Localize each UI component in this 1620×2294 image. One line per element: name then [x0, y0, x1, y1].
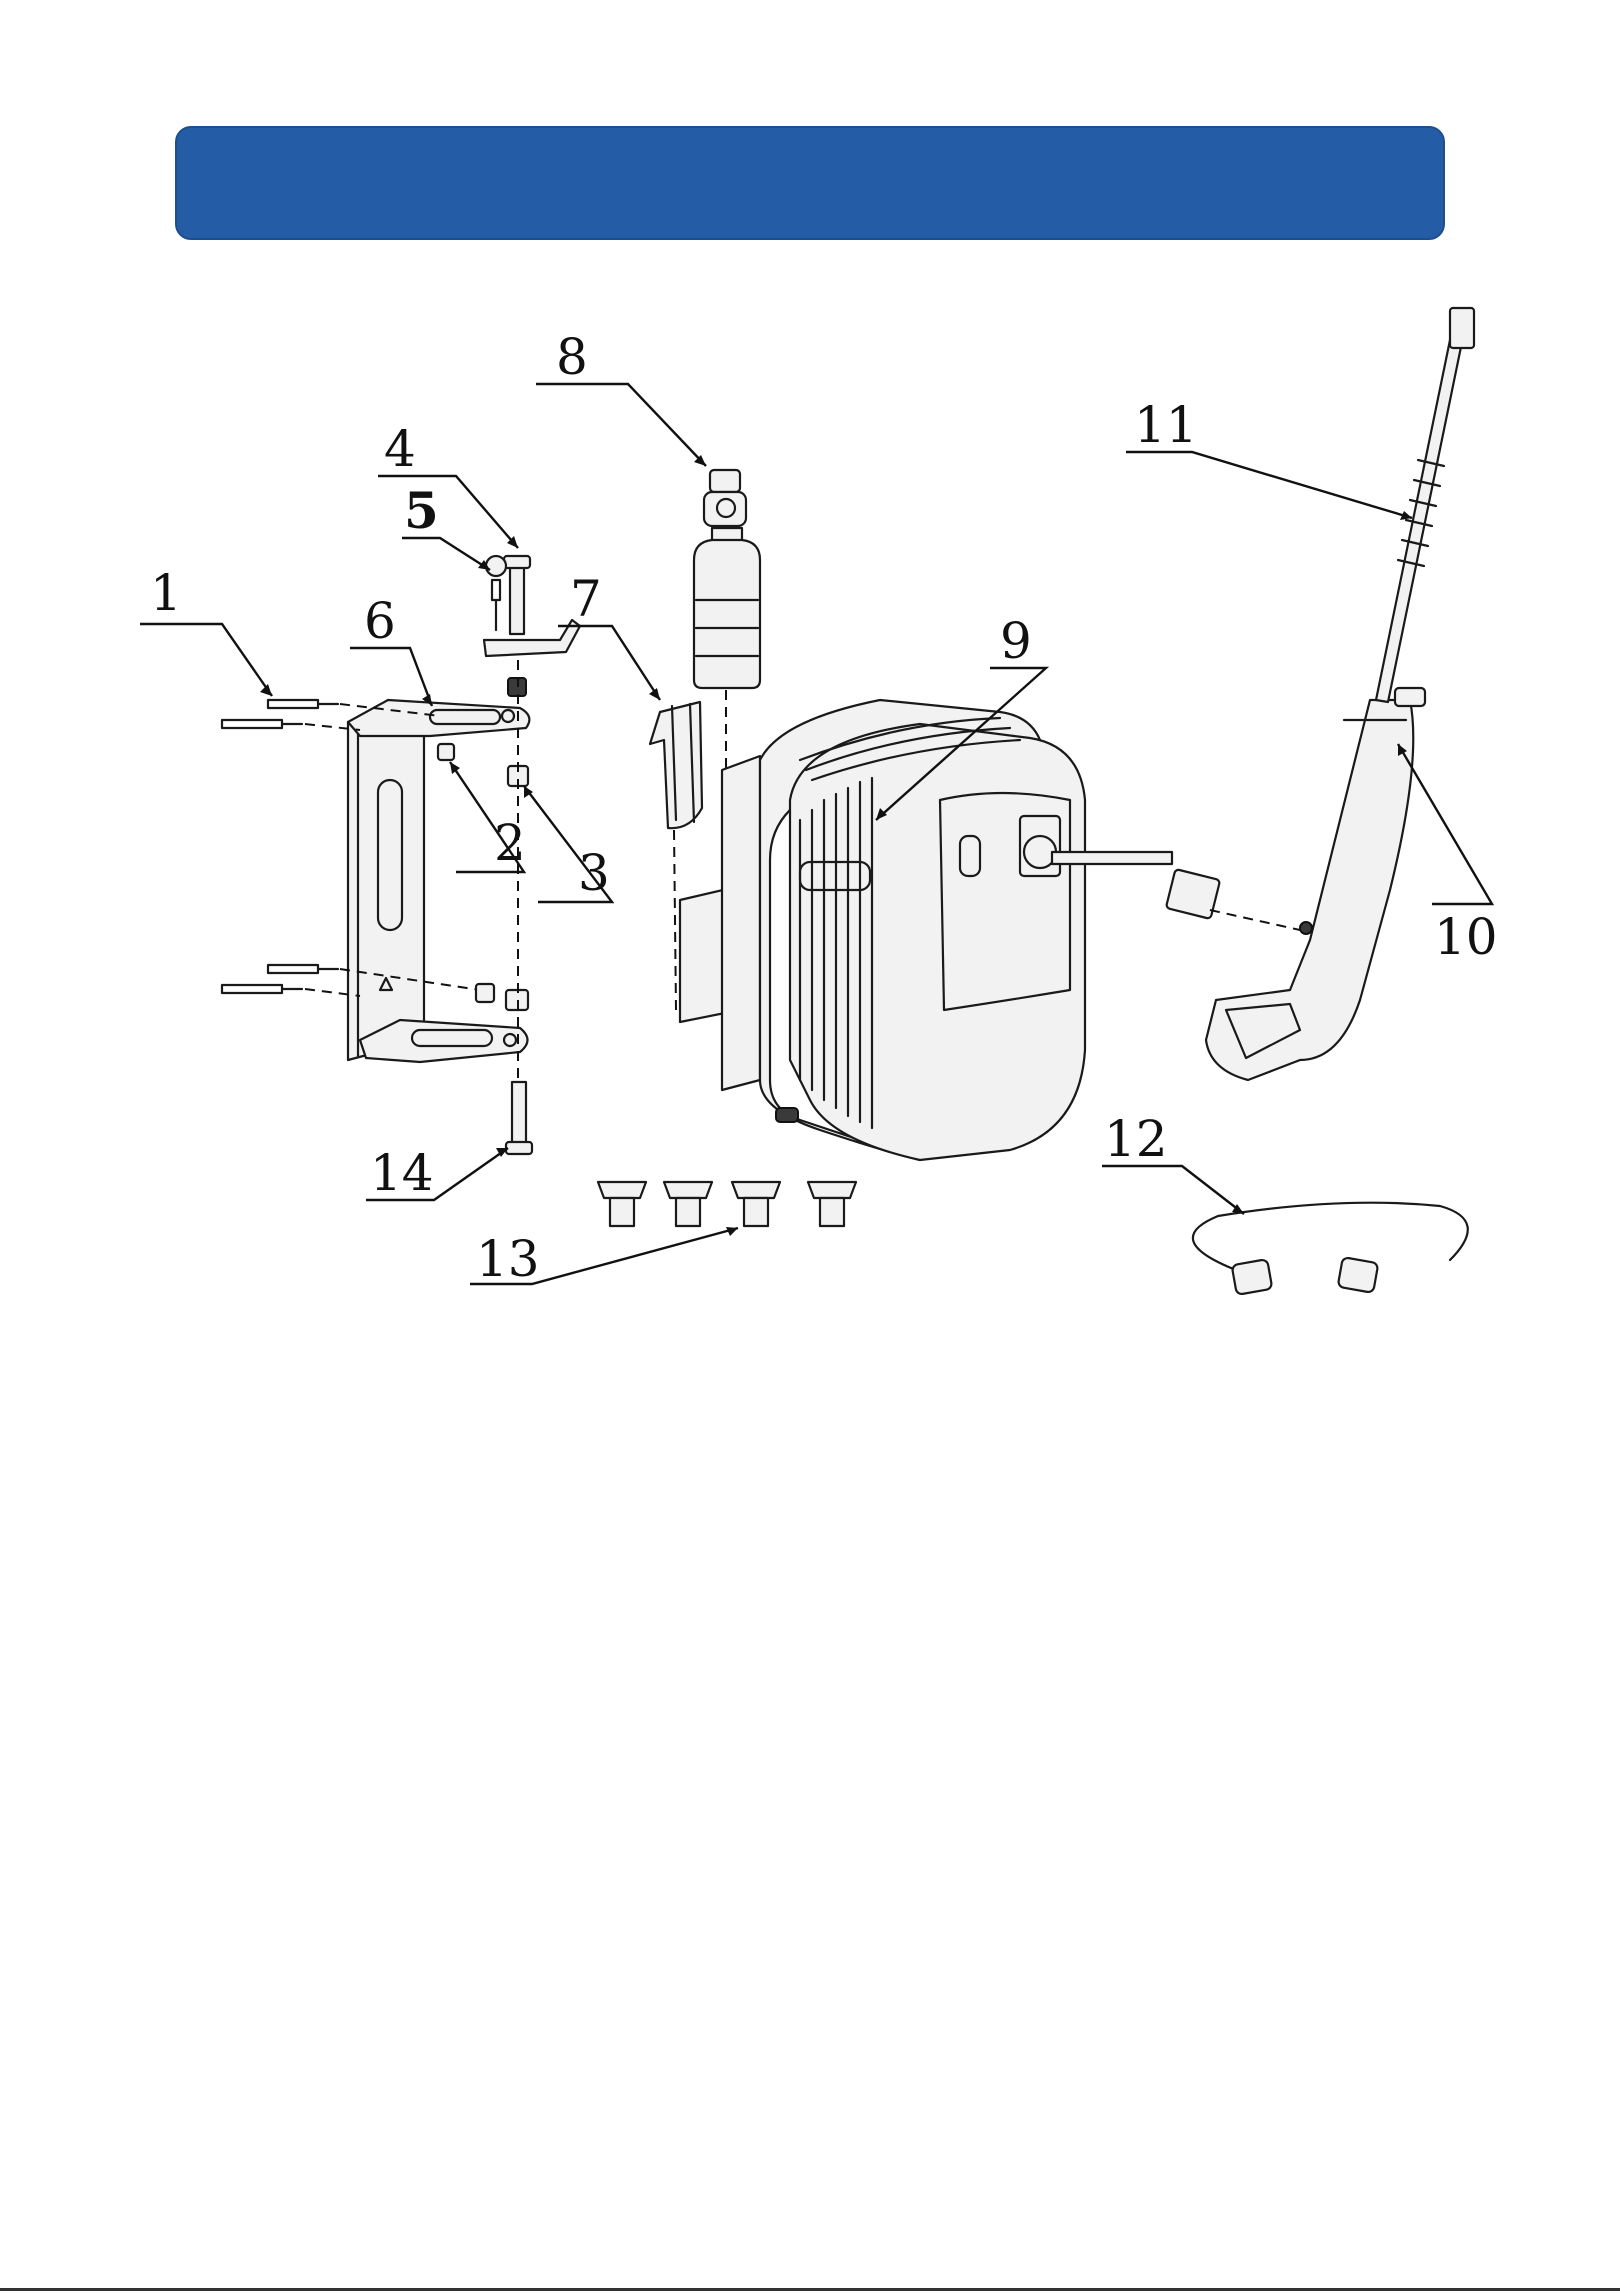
main-unit — [680, 700, 1085, 1160]
callout-9: 9 — [1000, 612, 1032, 670]
gun-holster — [650, 702, 702, 828]
footer-rule — [0, 2288, 1620, 2291]
callout-4: 4 — [384, 420, 416, 478]
hose-axis — [1210, 910, 1300, 930]
callout-1: 1 — [150, 564, 182, 622]
holster-axis — [674, 830, 676, 1010]
callout-11: 11 — [1134, 396, 1198, 454]
hose-hanger — [484, 556, 580, 656]
spray-gun — [1206, 700, 1413, 1080]
callout-13: 13 — [476, 1230, 540, 1288]
callout-2: 2 — [494, 814, 526, 872]
spray-lance — [1376, 308, 1474, 706]
callout-3: 3 — [578, 844, 610, 902]
callout-14: 14 — [370, 1144, 434, 1202]
detergent-bottle — [694, 470, 760, 688]
callout-5: 5 — [404, 481, 439, 540]
callout-8: 8 — [556, 328, 588, 386]
callout-7: 7 — [570, 570, 602, 628]
inlet-hose — [1193, 1203, 1468, 1295]
callout-6: 6 — [364, 592, 396, 650]
callout-10: 10 — [1434, 908, 1498, 966]
bottom-bolt — [506, 1082, 532, 1154]
nozzle-tips — [598, 1182, 856, 1226]
callout-12: 12 — [1104, 1110, 1168, 1168]
